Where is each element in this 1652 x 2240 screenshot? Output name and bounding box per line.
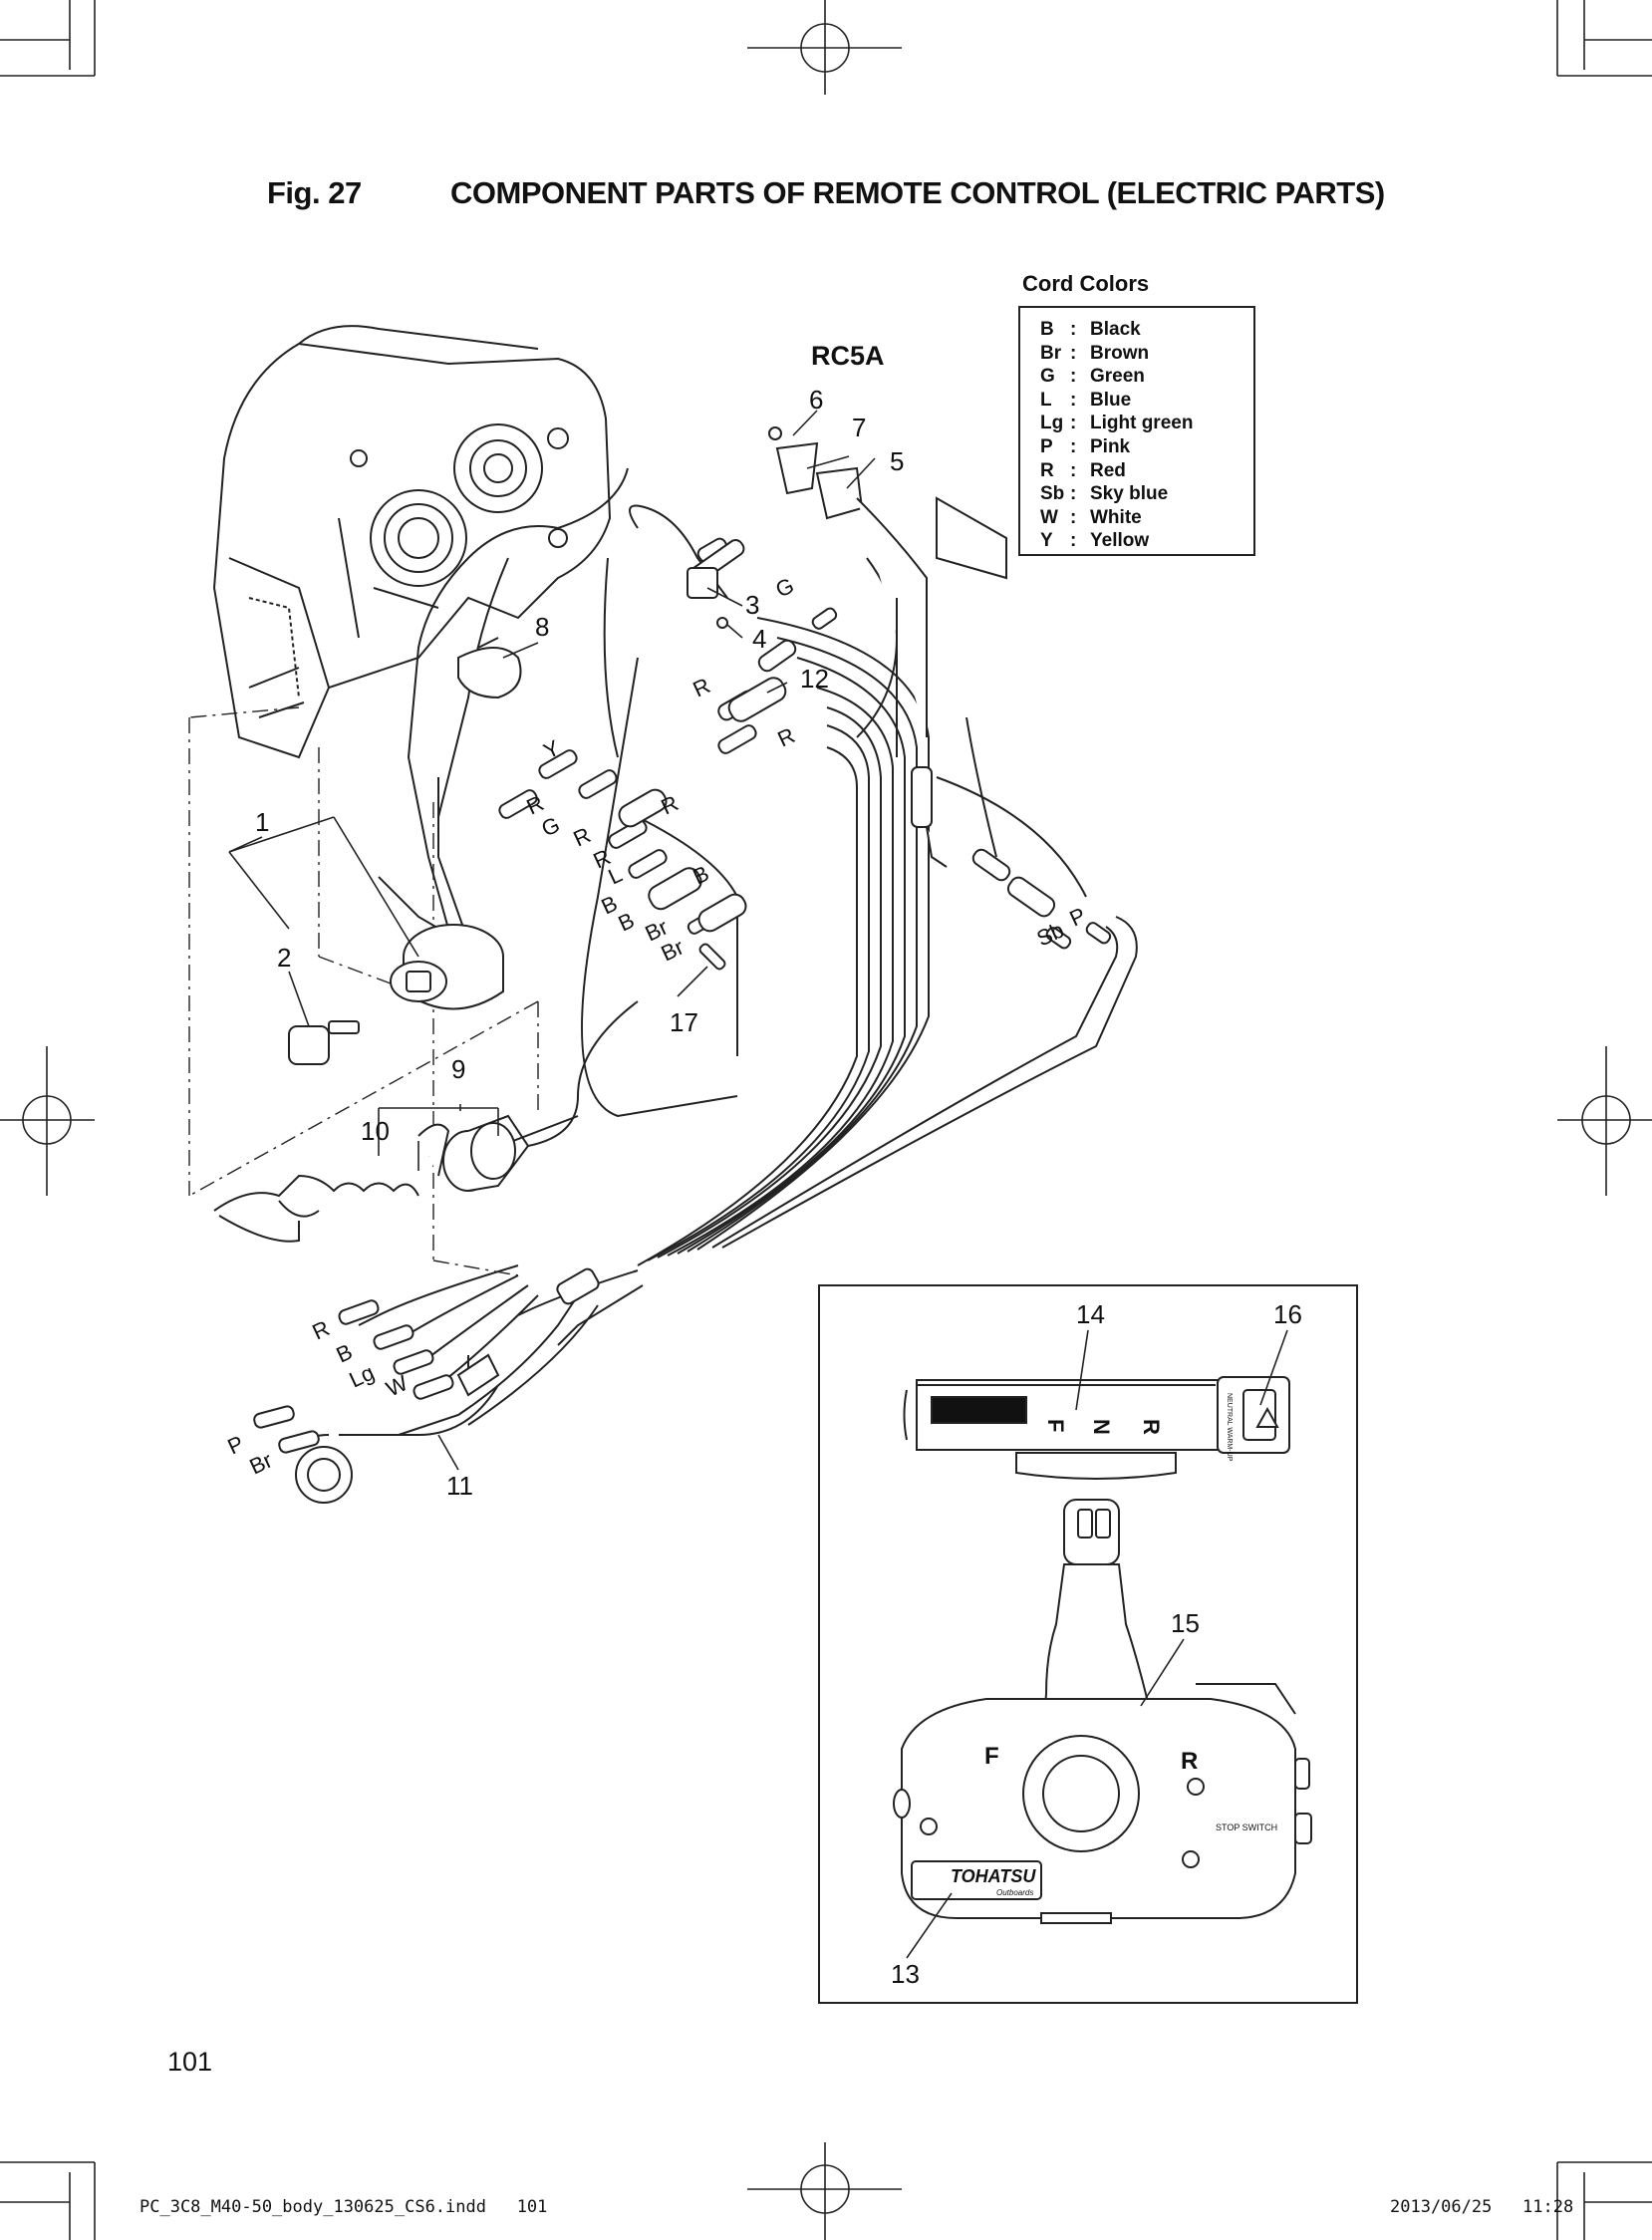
wire-label-w-bot: W [383,1370,413,1402]
wire-label-br-bot: Br [246,1448,277,1480]
legend-row: Sb:Sky blue [1040,483,1169,505]
legend-row: R:Red [1040,459,1126,481]
callout-10: 10 [361,1116,390,1146]
legend-row: Br:Brown [1040,342,1150,364]
callout-7: 7 [852,413,866,442]
callout-8: 8 [535,612,549,642]
legend-name: Light green [1090,413,1194,434]
callout-6: 6 [809,385,823,415]
wire-label-r-bot: R [309,1315,334,1344]
legend-code: L [1040,389,1052,411]
wire-label-b3: B [615,908,639,937]
legend-name: Pink [1090,435,1131,457]
legend-name: Brown [1090,342,1150,364]
indicator-f: F [1043,1419,1068,1432]
legend-code: B [1040,319,1054,340]
key-switch [390,924,504,1010]
wire-label-p-right: P [1066,903,1090,932]
callout-numbers: 1 2 3 4 5 6 7 8 9 10 11 12 13 14 15 16 1… [255,385,1302,1989]
legend-name: Red [1090,459,1126,481]
callout-5: 5 [890,446,904,476]
legend-row: B:Black [1040,319,1141,340]
inset-detail [818,1284,1358,2004]
key [288,1020,360,1065]
leader-lines [228,410,876,1471]
legend-code: R [1040,459,1054,481]
wire-label-g-top: G [772,573,798,603]
callout-9: 9 [451,1054,465,1084]
wire-label-lg-bot: Lg [346,1360,379,1393]
print-timestamp: 2013/06/25 11:28 [1390,2197,1574,2217]
remote-control-housing [212,325,612,759]
cord-color-legend: B:Black Br:Brown G:Green L:Blue Lg:Light… [1018,306,1255,556]
callout-2: 2 [277,943,291,973]
lower-connectors [253,1267,600,1504]
legend-row: P:Pink [1040,435,1131,457]
legend-code: Br [1040,342,1062,364]
legend-row: G:Green [1040,366,1145,388]
legend-name: Black [1090,319,1141,340]
callout-11: 11 [446,1471,473,1501]
lever-f: F [984,1743,999,1770]
wire-label-r2: R [570,822,595,851]
legend-name: Blue [1090,389,1132,411]
indicator-n: N [1089,1419,1114,1435]
bullet-connectors [498,537,1112,971]
file-slug: PC_3C8_M40-50_body_130625_CS6.indd 101 [139,2197,548,2217]
callout-3: 3 [745,590,759,620]
page-number: 101 [167,2047,213,2077]
lanyard-cord [213,1174,419,1243]
tohatsu-brand-sub: Outboards [996,1888,1033,1897]
legend-row: Lg:Light green [1040,413,1194,434]
inset-text: F N R NEUTRAL WARM-UP F R STOP SWITCH TO… [951,1393,1277,1897]
wire-label-r-12a: R [689,673,714,701]
wire-label-r3: R [658,790,683,819]
wire-label-b-bot: B [333,1339,357,1368]
callout-1: 1 [255,807,269,837]
page-title: COMPONENT PARTS OF REMOTE CONTROL (ELECT… [450,175,1385,210]
indicator-r: R [1139,1419,1164,1435]
legend-name: Sky blue [1090,483,1169,505]
callout-16: 16 [1273,1299,1302,1329]
tohatsu-brand: TOHATSU [951,1866,1036,1886]
legend-code: Sb [1040,483,1065,505]
neutral-switch-parts [457,426,1007,868]
harness-wires [378,467,1138,1346]
legend-code: Y [1040,530,1053,552]
legend-name: Yellow [1090,530,1150,552]
legend-title: Cord Colors [1022,271,1150,296]
legend-row: Y:Yellow [1040,530,1150,552]
callout-13: 13 [891,1959,920,1989]
callout-12: 12 [800,664,829,694]
legend-row: W:White [1040,506,1142,528]
callout-4: 4 [752,624,766,654]
wire-label-g1: G [538,812,564,842]
lever-r: R [1181,1748,1198,1775]
callout-15: 15 [1171,1608,1200,1638]
emergency-stop-switch [417,1114,579,1192]
neutral-warmup-label: NEUTRAL WARM-UP [1226,1393,1233,1462]
legend-code: P [1040,435,1053,457]
legend-code: W [1040,506,1058,528]
stop-switch-label: STOP SWITCH [1216,1822,1277,1832]
callout-14: 14 [1076,1299,1105,1329]
legend-code: Lg [1040,413,1064,434]
legend-row: L:Blue [1040,389,1132,411]
wire-label-l: L [605,862,627,890]
legend-name: White [1090,506,1142,528]
callout-17: 17 [670,1007,698,1037]
wire-label-r-12b: R [774,722,799,751]
legend-name: Green [1090,366,1145,388]
wire-label-p-bot: P [224,1431,248,1460]
figure-label: Fig. 27 [267,175,362,210]
legend-code: G [1040,366,1055,388]
model-label: RC5A [811,341,885,371]
